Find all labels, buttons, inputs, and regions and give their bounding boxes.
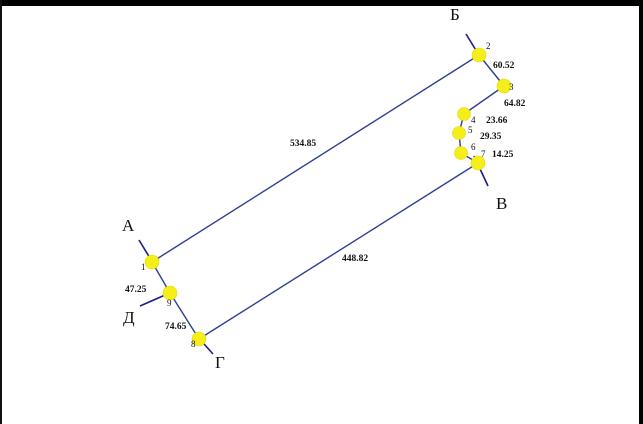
edge-3-4 [463, 85, 505, 115]
corner-label-d: Д [123, 308, 135, 327]
vertex-number-4: 4 [471, 115, 476, 125]
corner-label-v: В [496, 194, 507, 213]
vertex-number-3: 3 [509, 82, 514, 92]
vertex-number-9: 9 [167, 298, 172, 308]
vertex-number-1: 1 [141, 262, 146, 272]
vertex-marker-8 [191, 331, 207, 347]
vertex-number-5: 5 [468, 125, 473, 135]
length-4-5: 23.66 [486, 116, 508, 126]
frame-right-border [639, 0, 643, 424]
vertex-marker-4 [457, 107, 471, 121]
corner-label-g: Г [215, 353, 225, 372]
vertex-number-6: 6 [471, 142, 476, 152]
length-9-1: 47.25 [125, 285, 147, 295]
length-5-6: 29.35 [480, 132, 502, 142]
vertex-marker-2 [471, 47, 487, 63]
frame-top-border [0, 0, 643, 6]
vertex-marker-6 [454, 146, 468, 160]
edge-1-2 [151, 54, 480, 263]
length-6-7: 14.25 [492, 150, 514, 160]
length-8-9: 74.65 [165, 322, 187, 332]
vertex-marker-9 [162, 285, 178, 301]
length-7-8: 448.82 [342, 254, 368, 264]
vertex-marker-1 [144, 254, 160, 270]
vertex-number-7: 7 [481, 149, 486, 159]
vertex-marker-3 [496, 78, 512, 94]
length-3-4: 64.82 [504, 99, 526, 109]
vertex-number-8: 8 [191, 339, 196, 349]
edge-8-9 [169, 292, 200, 340]
edge-7-8 [198, 162, 479, 340]
length-2-3: 60.52 [493, 61, 515, 71]
corner-label-a: А [122, 216, 135, 235]
length-1-2: 534.85 [290, 139, 316, 149]
corner-label-b: Б [450, 5, 460, 24]
vertex-number-2: 2 [486, 41, 491, 51]
frame-left-border [0, 0, 2, 424]
vertex-marker-7 [470, 155, 486, 171]
vertex-marker-5 [452, 126, 466, 140]
